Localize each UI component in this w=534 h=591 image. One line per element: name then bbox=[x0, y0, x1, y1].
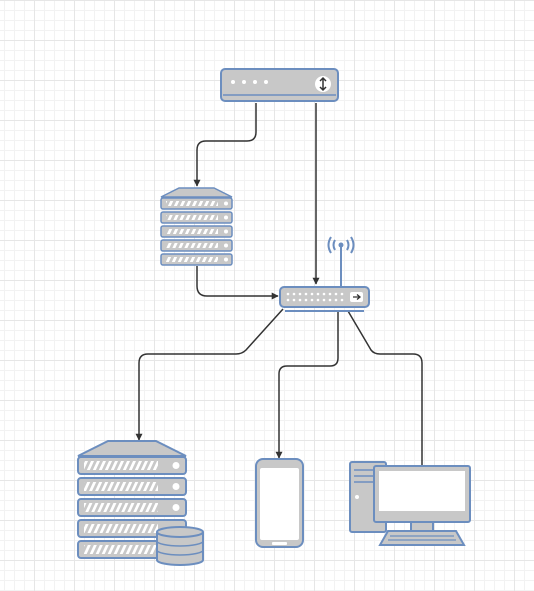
connections bbox=[135, 103, 426, 474]
edge-server-router[interactable] bbox=[196, 266, 279, 300]
edge-router-desktop[interactable] bbox=[347, 310, 426, 474]
edge-router-database-server[interactable] bbox=[135, 308, 284, 441]
server-icon[interactable] bbox=[160, 187, 233, 266]
desktop-computer-icon[interactable] bbox=[349, 461, 471, 546]
wireless-router-icon[interactable] bbox=[279, 236, 370, 312]
smartphone-icon[interactable] bbox=[255, 458, 304, 548]
database-server-icon[interactable] bbox=[77, 440, 204, 566]
edge-router-phone[interactable] bbox=[275, 311, 339, 459]
modem-icon[interactable] bbox=[220, 68, 339, 102]
edge-modem-server[interactable] bbox=[193, 103, 257, 187]
